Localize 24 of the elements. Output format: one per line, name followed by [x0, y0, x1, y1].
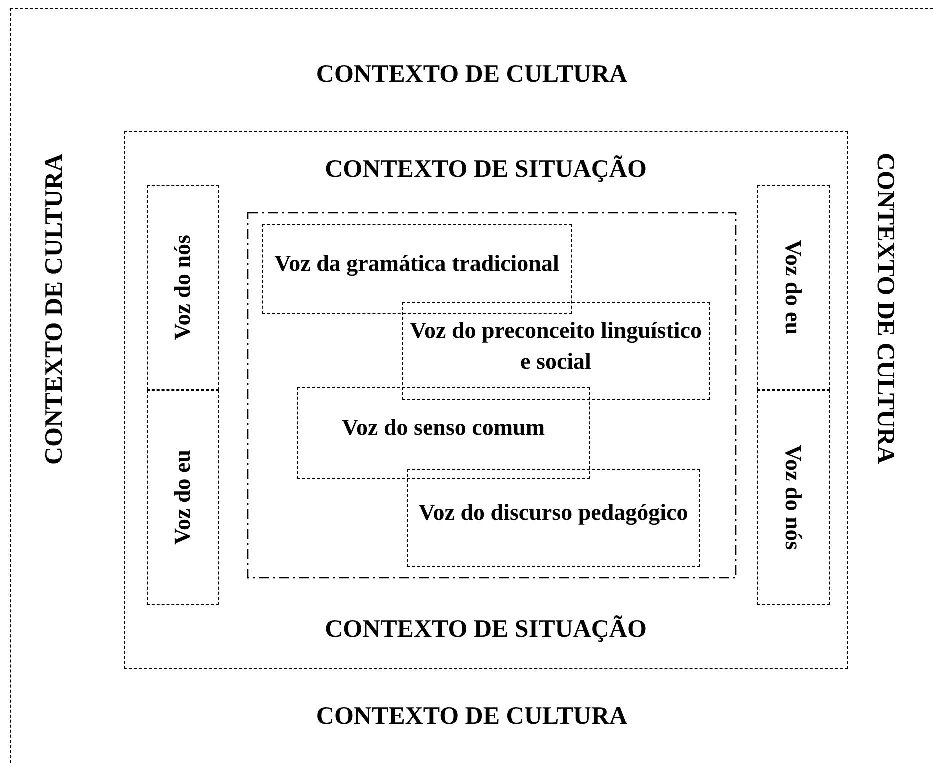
context-heading: CONTEXTO DE CULTURA: [41, 152, 69, 467]
voice-label: Voz do nós: [780, 444, 808, 550]
voice-box: [147, 390, 219, 605]
voice-label: Voz do preconceito linguístico e social: [409, 316, 703, 376]
voice-label: Voz do eu: [169, 450, 196, 545]
voice-box: [297, 387, 590, 479]
voice-label: Voz do senso comum: [342, 414, 545, 442]
voice-box: [262, 224, 572, 314]
voice-box: [147, 185, 219, 390]
context-heading: CONTEXTO DE SITUAÇÃO: [324, 616, 648, 644]
voice-label: Voz do discurso pedagógico: [418, 499, 688, 528]
voice-label: Voz do nós: [169, 234, 196, 340]
context-heading: CONTEXTO DE SITUAÇÃO: [324, 156, 648, 184]
voice-box: [757, 390, 830, 605]
context-heading: CONTEXTO DE CULTURA: [315, 61, 629, 89]
voice-box: [757, 185, 830, 390]
voice-box: [407, 469, 700, 567]
context-heading: CONTEXTO DE CULTURA: [871, 152, 899, 467]
situation-context-frame: [124, 131, 848, 669]
voice-box: [402, 302, 710, 400]
context-heading: CONTEXTO DE CULTURA: [315, 703, 629, 731]
culture-context-frame: [10, 8, 933, 763]
voice-label: Voz da gramática tradicional: [274, 250, 560, 278]
voice-label: Voz do eu: [780, 240, 808, 335]
